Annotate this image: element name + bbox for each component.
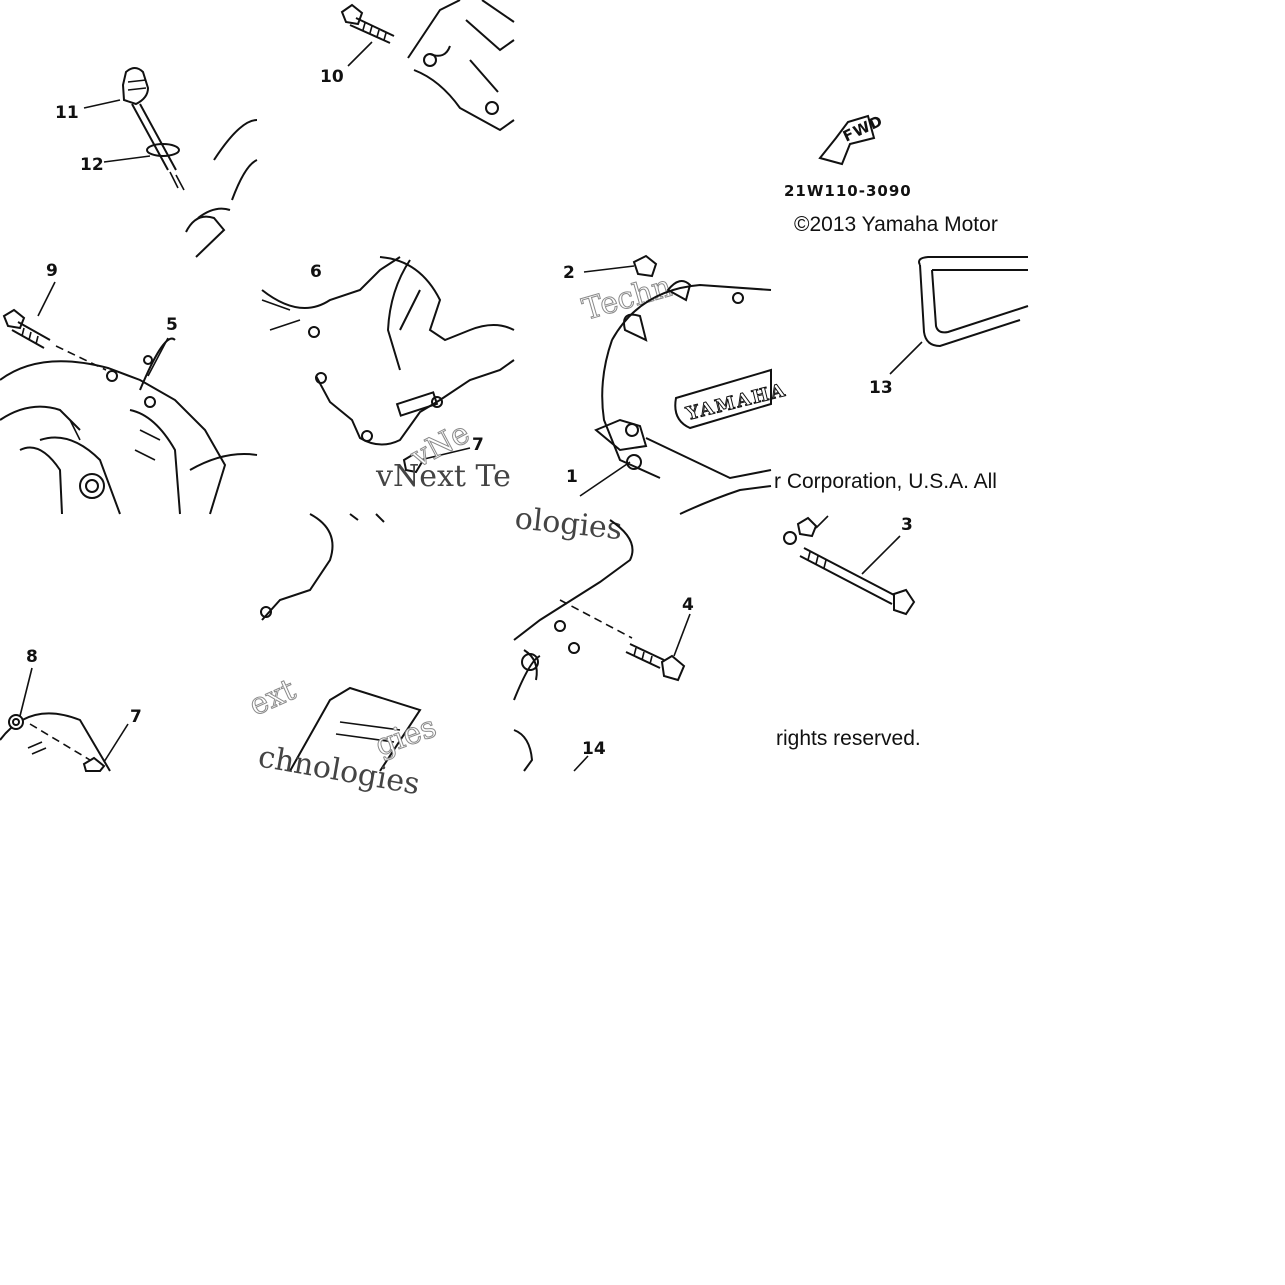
tile-bolt-10: 10	[320, 0, 515, 132]
callout-11: 11	[55, 103, 79, 123]
tile-oil-gauge: 11 12	[55, 67, 258, 258]
callout-7b: 7	[130, 707, 142, 727]
tile-crankcase: 9 5	[0, 261, 258, 515]
tile-gasket-13: 13 r Corporation, U.S.A. All	[774, 256, 1029, 493]
callout-13: 13	[869, 378, 893, 398]
callout-9: 9	[46, 261, 58, 281]
bolt-3-head	[893, 588, 916, 616]
oil-gauge-cap	[121, 67, 150, 106]
bolt-4	[625, 643, 665, 669]
plug-2	[632, 254, 658, 278]
callout-6: 6	[310, 262, 322, 282]
callout-3: 3	[901, 515, 913, 535]
copyright-line-1: ©2013 Yamaha Motor	[794, 213, 998, 236]
washer	[796, 516, 818, 538]
tile-bolt-3: 3 3 3 rights reserved.	[776, 515, 921, 750]
callout-4: 4	[682, 595, 694, 615]
gasket-6	[315, 359, 515, 446]
watermark-vnext: vNext Te	[375, 459, 511, 494]
callout-14: 14	[582, 739, 606, 759]
callout-7a: 7	[472, 435, 484, 455]
plug-7	[402, 452, 424, 474]
copyright-line-2: r Corporation, U.S.A. All	[774, 470, 997, 493]
callout-8: 8	[26, 647, 38, 667]
catalog-code: 21W110-3090	[784, 182, 912, 200]
gasket-13-outer	[918, 256, 1028, 348]
o-ring	[146, 143, 180, 157]
cover-1	[601, 283, 772, 479]
callout-1: 1	[566, 467, 578, 487]
callout-12: 12	[80, 155, 104, 175]
tile-bolt-4: 4 14	[513, 519, 694, 772]
bolt-4-head	[660, 654, 686, 682]
copyright-line-3: rights reserved.	[776, 727, 921, 750]
callout-10: 10	[320, 67, 344, 87]
plug-7b	[82, 756, 106, 772]
tile-gasket: 6 7 vNext Te vNe	[261, 256, 515, 494]
tile-plugs: 8 7	[0, 647, 142, 772]
bolt-3	[799, 547, 897, 605]
callout-2: 2	[563, 263, 575, 283]
oil-gauge-rod	[131, 103, 177, 171]
plug-8	[8, 714, 24, 730]
callout-5: 5	[166, 315, 178, 335]
